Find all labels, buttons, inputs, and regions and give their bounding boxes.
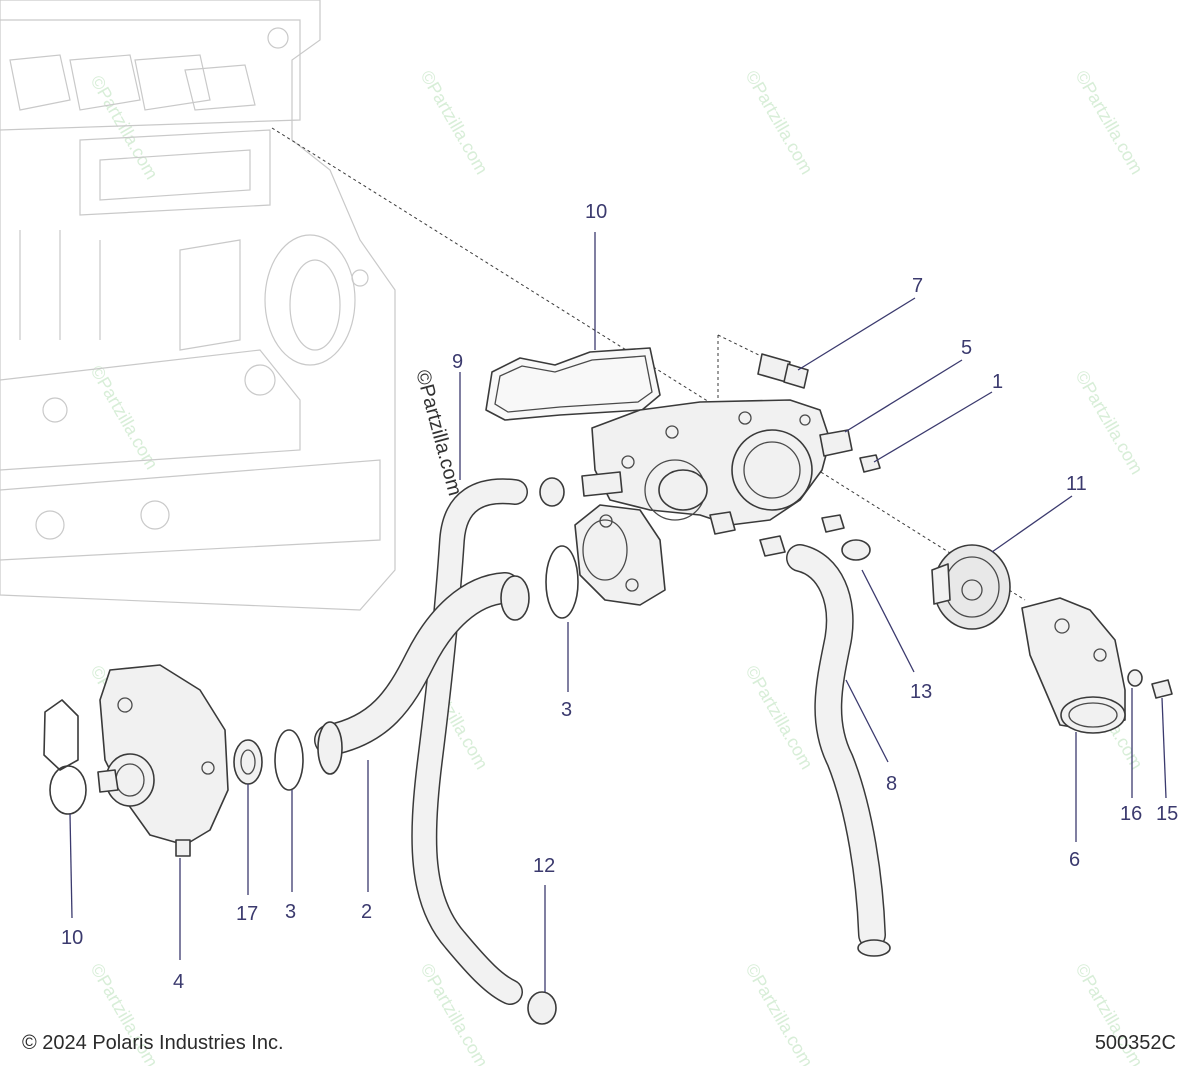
part-water-pump-4 [97,664,229,857]
watermark-5: ©Partzilla.com [87,362,162,473]
part-bolt-15 [1151,679,1173,699]
part-outlet-6 [1021,597,1126,734]
part-clamp-lower-8 [857,939,891,957]
copyright-notice: © 2024 Polaris Industries Inc. [22,1032,284,1054]
part-sensor-7 [757,353,809,389]
diagram-code: 500352C [1094,1032,1176,1054]
callout-11: 10 [585,201,607,223]
part-clamp-upper [539,477,565,507]
part-thermostat-housing-5 [581,399,853,535]
watermark-1: ©Partzilla.com [417,67,492,178]
watermark-4: ©Partzilla.com [87,72,162,183]
callout-2: 2 [361,901,372,923]
callout-1: 1 [992,371,1003,393]
callout-6: 6 [1069,849,1080,871]
callout-5: 5 [961,337,972,359]
part-bolt-center [821,514,845,533]
callout-8: 8 [886,773,897,795]
part-oring-3-lower [274,729,304,791]
watermark-dark: ©Partzilla.com [411,368,466,499]
part-clamp-13 [527,991,557,1025]
watermark-9: ©Partzilla.com [742,662,817,773]
watermark-3: ©Partzilla.com [1072,67,1147,178]
callout-15: 15 [1156,803,1178,825]
part-gasket-10 [43,699,87,815]
callout-16: 16 [1120,803,1142,825]
leader-lines [69,232,1167,992]
watermark-13: ©Partzilla.com [742,960,817,1066]
callout-3-upper: 3 [561,699,572,721]
callout-10: 10 [61,927,83,949]
part-oring-3-upper [545,545,579,619]
alignment-line-sensor-top [717,334,766,359]
part-seal-17 [233,739,263,785]
part-thermostat-12 [931,544,1011,630]
watermark-2: ©Partzilla.com [742,67,817,178]
callout-4: 4 [173,971,184,993]
part-clamp-14 [759,535,871,561]
part-lower-housing [574,504,666,606]
callout-14: 13 [910,681,932,703]
part-bolt-1 [859,454,881,473]
engine-block [0,0,396,611]
part-gasket-11 [485,347,661,421]
watermark-6: ©Partzilla.com [1072,367,1147,478]
callouts: 10 7 5 1 11 9 3 13 8 6 16 15 2 3 17 4 10… [61,201,1178,993]
callout-12: 11 [1066,473,1087,495]
part-washer-16 [1127,669,1143,687]
callout-7: 7 [912,275,923,297]
callout-13: 12 [533,855,555,877]
callout-3-lower: 3 [285,901,296,923]
callout-9: 9 [452,351,463,373]
callout-17: 17 [236,903,258,925]
